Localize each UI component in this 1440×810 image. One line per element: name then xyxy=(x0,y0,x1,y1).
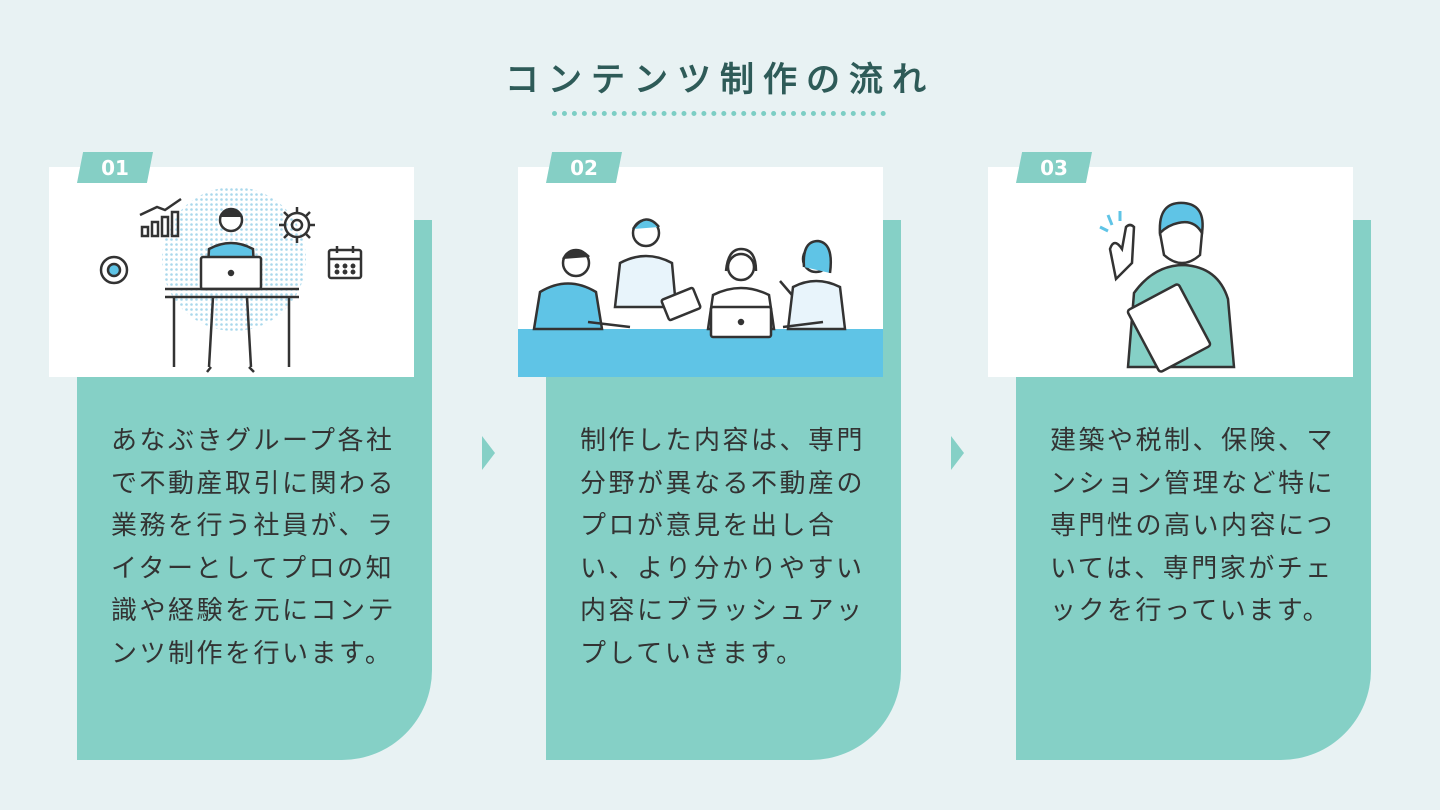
step-number-badge: 02 xyxy=(546,152,622,183)
step-illustration xyxy=(49,167,414,377)
person-left xyxy=(532,248,631,331)
gear-icon xyxy=(279,207,315,243)
meeting-table xyxy=(518,329,883,377)
step-description: 建築や税制、保険、マンション管理など特に専門性の高い内容については、専門家がチェ… xyxy=(1050,426,1336,626)
person-laptop-illustration xyxy=(99,187,363,373)
chevron-right-icon xyxy=(951,436,964,470)
step-number-badge: 01 xyxy=(77,152,153,183)
person-center xyxy=(706,247,776,339)
raised-hand xyxy=(1108,223,1136,282)
step-illustration xyxy=(518,167,883,377)
person-right xyxy=(779,239,847,331)
step-description: 制作した内容は、専門分野が異なる不動産のプロが意見を出し合い、より分かりやすい内… xyxy=(580,426,866,669)
step-illustration xyxy=(988,167,1353,377)
expert-clipboard-illustration xyxy=(1099,201,1236,373)
calendar-icon xyxy=(327,246,363,280)
chevron-right-icon xyxy=(482,436,495,470)
title-dotted-underline xyxy=(552,111,886,116)
sparkle-icon xyxy=(1099,211,1122,233)
step-card-1: 01 あなぶきグループ各社で不動産取引に関わる業務を行う社員が、ライターとしてプ… xyxy=(49,152,433,762)
expert-head xyxy=(1158,201,1204,265)
person-tablet xyxy=(613,218,702,322)
person-figure xyxy=(165,207,299,373)
step-description: あなぶきグループ各社で不動産取引に関わる業務を行う社員が、ライターとしてプロの知… xyxy=(111,426,397,669)
clipboard xyxy=(1126,283,1212,373)
bar-chart-icon xyxy=(139,197,182,238)
team-meeting-illustration xyxy=(518,218,883,377)
step-card-2: 02 制作した内容は、専門分野が異なる不動産のプロが意見を出し合い、より分かりや… xyxy=(518,152,902,762)
step-card-3: 03 建築や税制、保険、マンション管理など特に専門性の高い内容については、専門家… xyxy=(988,152,1372,762)
page-title: コンテンツ制作の流れ xyxy=(505,60,935,100)
pie-chart-icon xyxy=(99,255,129,285)
step-number-badge: 03 xyxy=(1016,152,1092,183)
